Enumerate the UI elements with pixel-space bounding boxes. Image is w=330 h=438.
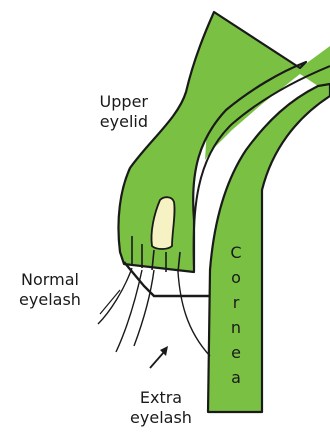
upper-eyelid-label-line-2: eyelid [82,112,148,132]
cornea-letter: n [226,315,246,340]
normal-eyelash-label-line-2: eyelash [4,290,96,310]
cornea-letter: o [226,265,246,290]
upper-eyelid-label-line-1: Upper [82,92,148,112]
extra-eyelash-label-line-2: eyelash [116,408,206,428]
normal-eyelash-3 [134,270,154,346]
extra-eyelash-label-line-1: Extra [116,388,206,408]
cornea-letter: e [226,340,246,365]
extra-eyelash [178,272,210,356]
normal-eyelash-label-line-1: Normal [4,270,96,290]
extra-eyelash-label: Extra eyelash [116,388,206,428]
extra-eyelash-arrow-shaft [150,352,164,368]
cornea-letter: r [226,290,246,315]
normal-eyelash-2 [116,270,142,352]
cornea-label: C o r n e a [226,240,246,390]
cornea-letter: a [226,365,246,390]
cornea-letter: C [226,240,246,265]
upper-eyelid-label: Upper eyelid [82,92,148,132]
normal-eyelash-label: Normal eyelash [4,270,96,310]
